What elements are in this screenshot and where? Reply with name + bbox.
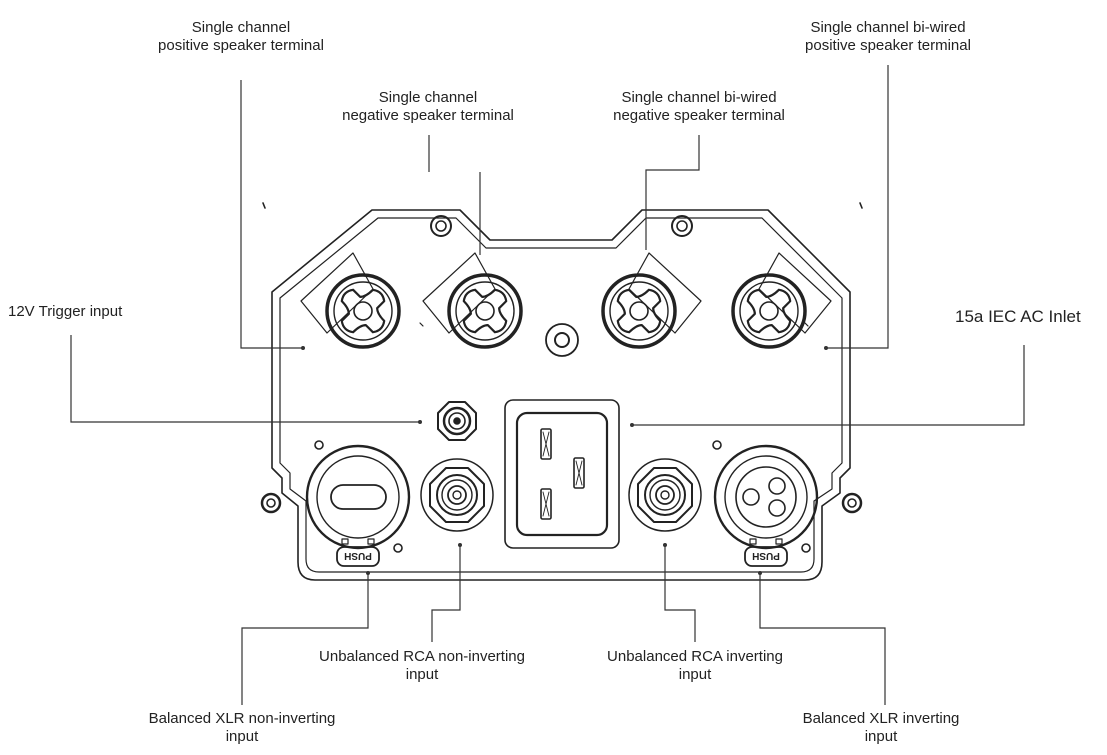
screw-top-left: [430, 215, 452, 237]
rca-inverting: [628, 458, 702, 532]
rca-non-inverting: [420, 458, 494, 532]
screw-left: [260, 492, 282, 514]
label-rca-non-inverting: Unbalanced RCA non-inverting input: [319, 648, 525, 684]
label-text: input: [405, 666, 439, 683]
label-rca-inverting: Unbalanced RCA inverting input: [607, 648, 783, 684]
xlr-left-push-text: PUSH: [344, 550, 372, 561]
panel-inner-outline: [279, 217, 843, 573]
label-negative-terminal: Single channel negative speaker terminal: [342, 89, 514, 125]
label-text: Unbalanced RCA inverting: [607, 648, 783, 665]
terminal-positive: [300, 252, 401, 349]
xlr-right-push-text: PUSH: [752, 550, 780, 561]
label-biwired-negative: Single channel bi-wired negative speaker…: [613, 89, 785, 125]
leader-iec: [632, 345, 1025, 426]
label-text: Unbalanced RCA non-inverting: [319, 648, 525, 665]
leader-rca-inv: [664, 545, 696, 642]
label-iec: 15a IEC AC Inlet: [955, 307, 1081, 326]
label-positive-terminal: Single channel positive speaker terminal: [158, 19, 324, 55]
center-post: [545, 323, 579, 357]
label-xlr-non-inverting: Balanced XLR non-inverting input: [149, 710, 336, 746]
label-biwired-positive: Single channel bi-wired positive speaker…: [805, 19, 971, 55]
screw-top-right: [671, 215, 693, 237]
label-text: negative speaker terminal: [342, 107, 514, 124]
terminal-biwired-negative: [601, 252, 702, 349]
label-text: Single channel bi-wired: [810, 19, 966, 36]
terminal-biwired-positive: [731, 252, 832, 349]
label-text: input: [678, 666, 712, 683]
label-text: Single channel bi-wired: [621, 89, 777, 106]
trigger-jack: [437, 401, 477, 441]
terminal-negative: [422, 252, 523, 349]
label-text: input: [225, 728, 259, 745]
leader-xlr-inv: [759, 573, 886, 705]
leader-rca-noninv: [431, 545, 461, 642]
label-text: negative speaker terminal: [613, 107, 785, 124]
label-text: Balanced XLR inverting: [802, 710, 960, 727]
xlr-inverting: [712, 440, 819, 567]
leader-trigger: [70, 335, 420, 423]
screw-right: [841, 492, 863, 514]
label-text: Single channel: [191, 19, 291, 36]
leader-biwired-positive: [826, 65, 889, 349]
label-text: Single channel: [378, 89, 478, 106]
label-text: input: [864, 728, 898, 745]
leader-biwired-negative: [645, 135, 700, 250]
label-text: positive speaker terminal: [805, 37, 971, 54]
label-trigger: 12V Trigger input: [8, 303, 123, 320]
label-text: positive speaker terminal: [158, 37, 324, 54]
iec-inlet: [504, 399, 620, 549]
label-xlr-inverting: Balanced XLR inverting input: [803, 710, 960, 746]
leader-positive-terminal: [240, 80, 303, 349]
panel-outline: [271, 209, 851, 581]
label-text: Balanced XLR non-inverting: [148, 710, 336, 727]
leader-xlr-noninv: [241, 573, 369, 705]
xlr-non-inverting: [305, 440, 411, 567]
